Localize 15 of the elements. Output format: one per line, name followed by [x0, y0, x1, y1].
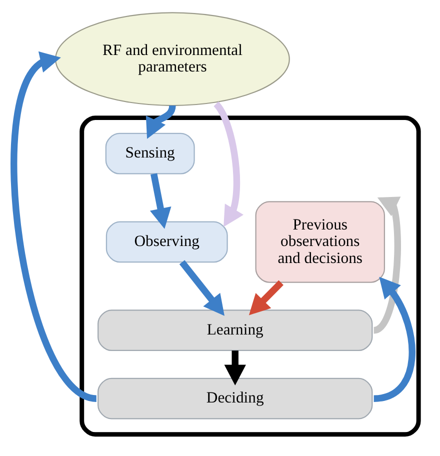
node-box: Learning — [97, 310, 372, 352]
node-box: Previous observations and decisions — [254, 201, 385, 283]
arrow — [145, 105, 176, 139]
arrow — [10, 51, 97, 402]
arrow — [372, 276, 415, 402]
node-box: Sensing — [104, 132, 194, 174]
arrow — [372, 196, 400, 334]
node-ellipse: RF and environmental parameters — [54, 12, 290, 106]
arrow — [212, 102, 243, 227]
node-box: Deciding — [97, 378, 372, 420]
arrow — [248, 280, 283, 316]
arrow — [149, 173, 171, 229]
arrow — [224, 350, 246, 386]
node-box: Observing — [105, 221, 228, 263]
arrow — [178, 260, 224, 316]
